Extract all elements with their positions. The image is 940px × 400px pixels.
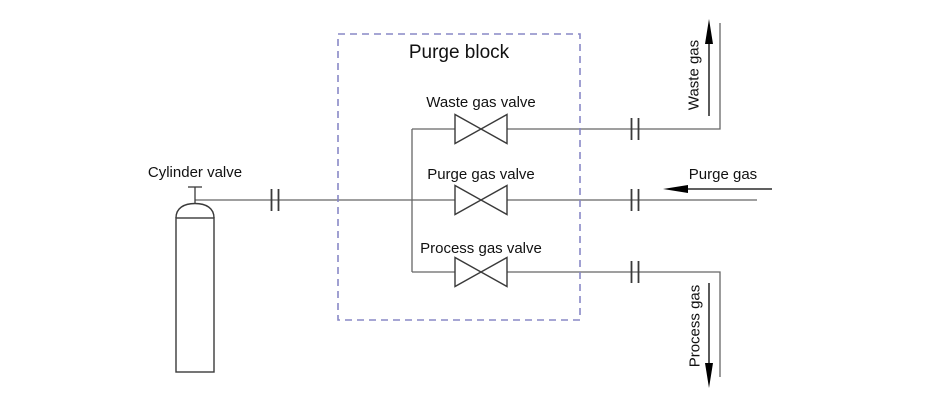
purge-gas-arrow-head bbox=[663, 185, 688, 193]
cylinder-dome bbox=[175, 202, 215, 219]
bowtie-valve-icon bbox=[454, 256, 508, 288]
process-gas-pipe bbox=[412, 271, 721, 377]
tee-valve-icon bbox=[188, 186, 202, 204]
purge-gas-valve-label: Purge gas valve bbox=[427, 166, 535, 183]
double-bar-union-icon bbox=[630, 118, 640, 140]
waste-gas-label: Waste gas bbox=[686, 40, 703, 110]
process-gas-label: Process gas bbox=[687, 285, 704, 368]
purge-gas-label: Purge gas bbox=[689, 166, 757, 183]
arrow-up-icon bbox=[705, 19, 713, 116]
double-bar-union-icon bbox=[630, 189, 640, 211]
bowtie-valve-icon bbox=[454, 113, 508, 145]
bowtie-valve-icon bbox=[454, 184, 508, 216]
double-bar-union-icon bbox=[630, 261, 640, 283]
double-bar-union-icon bbox=[270, 189, 280, 211]
gas-cylinder bbox=[175, 186, 215, 373]
process-gas-valve-symbol bbox=[454, 256, 508, 288]
arrow-left-icon bbox=[663, 185, 772, 193]
cylinder-body bbox=[175, 217, 215, 373]
purge-block-title: Purge block bbox=[409, 42, 510, 63]
process-gas-arrow-head bbox=[705, 363, 713, 388]
purge-gas-valve-symbol bbox=[454, 184, 508, 216]
waste-gas-pipe bbox=[412, 23, 721, 130]
purge-block-boundary bbox=[337, 33, 581, 321]
cylinder-valve-label: Cylinder valve bbox=[148, 164, 242, 181]
waste-gas-valve-symbol bbox=[454, 113, 508, 145]
waste-gas-arrow-head bbox=[705, 19, 713, 44]
arrow-down-icon bbox=[705, 283, 713, 388]
process-gas-valve-label: Process gas valve bbox=[420, 240, 542, 257]
waste-gas-valve-label: Waste gas valve bbox=[426, 94, 536, 111]
